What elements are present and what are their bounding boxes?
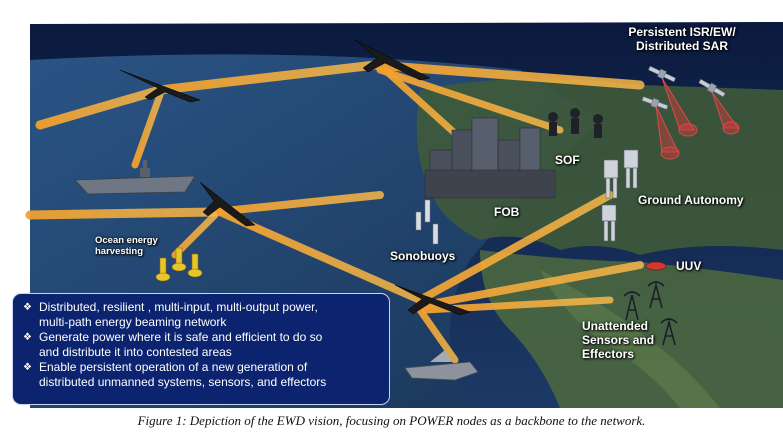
sonobuoy-icon <box>425 200 430 222</box>
label-persistent-isr: Persistent ISR/EW/ Distributed SAR <box>612 26 752 54</box>
uuv-icon <box>646 262 666 270</box>
label-sonobuoys: Sonobuoys <box>390 250 455 264</box>
callout-item: ❖ Enable persistent operation of a new g… <box>23 360 381 390</box>
callout-line: and distribute it into contested areas <box>39 345 381 360</box>
label-line: Unattended <box>582 320 654 334</box>
callout-item: ❖ Generate power where it is safe and ef… <box>23 330 381 360</box>
sonobuoy-icon <box>416 212 421 230</box>
label-line: Persistent ISR/EW/ <box>612 26 752 40</box>
label-unattended-sensors: Unattended Sensors and Effectors <box>582 320 654 361</box>
sar-footprint <box>679 124 697 136</box>
label-sof: SOF <box>555 154 580 168</box>
label-line: Effectors <box>582 348 654 362</box>
label-fob: FOB <box>494 206 519 220</box>
bullet-icon: ❖ <box>23 360 32 375</box>
bullet-icon: ❖ <box>23 300 32 315</box>
callout-line: distributed unmanned systems, sensors, a… <box>39 375 381 390</box>
label-line: Distributed SAR <box>612 40 752 54</box>
figure-caption: Figure 1: Depiction of the EWD vision, f… <box>0 413 783 429</box>
beam <box>30 212 215 215</box>
callout-line: Generate power where it is safe and effi… <box>39 330 381 345</box>
label-uuv: UUV <box>676 260 701 274</box>
bullet-icon: ❖ <box>23 330 32 345</box>
sonobuoy-icon <box>433 224 438 244</box>
label-ocean-energy: Ocean energy harvesting <box>95 236 158 258</box>
label-ground-autonomy: Ground Autonomy <box>638 194 744 208</box>
label-line: harvesting <box>95 247 158 258</box>
callout-list: ❖ Distributed, resilient , multi-input, … <box>23 300 381 390</box>
callout-box: ❖ Distributed, resilient , multi-input, … <box>12 293 390 405</box>
label-line: Sensors and <box>582 334 654 348</box>
sar-footprint <box>661 147 679 159</box>
callout-line: Distributed, resilient , multi-input, mu… <box>39 300 381 315</box>
callout-item: ❖ Distributed, resilient , multi-input, … <box>23 300 381 330</box>
sar-footprint <box>723 122 739 134</box>
callout-line: Enable persistent operation of a new gen… <box>39 360 381 375</box>
callout-line: multi-path energy beaming network <box>39 315 381 330</box>
